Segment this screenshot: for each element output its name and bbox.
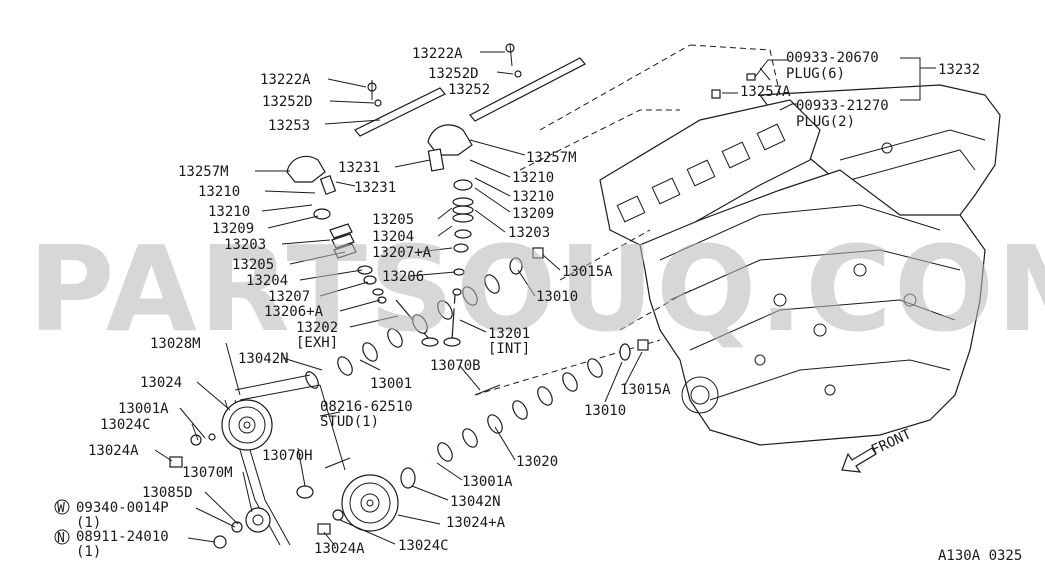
label-13024C-b: 13024C (398, 538, 449, 554)
label-13207-left: 13207 (268, 289, 310, 305)
label-13042N-a: 13042N (238, 351, 289, 367)
label-08216-sub: STUD(1) (320, 414, 379, 430)
label-13206-right: 13206 (382, 269, 424, 285)
label-13257A: 13257A (740, 84, 791, 100)
camshaft-lower (400, 339, 649, 489)
hydraulic-lifter-right (427, 148, 445, 172)
label-13231-b: 13231 (354, 180, 396, 196)
label-13210-a: 13210 (198, 184, 240, 200)
label-13010-b: 13010 (584, 403, 626, 419)
label-13231-a: 13231 (338, 160, 380, 176)
cam-sprocket-upper (221, 399, 273, 451)
label-13015A-a: 13015A (562, 264, 613, 280)
label-13042N-b: 13042N (450, 494, 501, 510)
label-13015A-b: 13015A (620, 382, 671, 398)
idler-pulleys (169, 384, 501, 549)
label-13202-sub: [EXH] (296, 335, 338, 351)
rocker-shaft-right (469, 43, 586, 122)
label-plug6-part: 00933-20670 (786, 50, 879, 66)
label-13001: 13001 (370, 376, 412, 392)
label-13205-left: 13205 (232, 257, 274, 273)
plug-bracket (711, 57, 936, 111)
label-13085D: 13085D (142, 485, 193, 501)
label-13209-left: 13209 (212, 221, 254, 237)
valve-stack-left (313, 208, 439, 347)
circle-w-symbol: W (57, 501, 65, 516)
label-13205-right: 13205 (372, 212, 414, 228)
label-08911: 08911-24010 (76, 529, 169, 545)
label-13204-left: 13204 (246, 273, 288, 289)
label-13024A-a: 13024A (88, 443, 139, 459)
cam-sprocket-lower (341, 474, 399, 532)
label-13204-right: 13204 (372, 229, 414, 245)
label-08911-qty: (1) (76, 544, 101, 560)
nut-callout: N 08911-24010 (1) (54, 529, 169, 560)
label-13001A-b: 13001A (462, 474, 513, 490)
label-13070B: 13070B (430, 358, 481, 374)
label-09340-qty: (1) (76, 515, 101, 531)
label-08216: 08216-62510 (320, 399, 413, 415)
label-13209-right: 13209 (512, 206, 554, 222)
hydraulic-lifter-left (319, 175, 337, 195)
label-09340: 09340-0014P (76, 500, 169, 516)
label-13201-sub: [INT] (488, 341, 530, 357)
label-13001A-a: 13001A (118, 401, 169, 417)
label-13210-c: 13210 (512, 170, 554, 186)
label-13202: 13202 (296, 320, 338, 336)
engine-block (474, 44, 1001, 446)
label-13020: 13020 (516, 454, 558, 470)
rocker-arm-left (286, 155, 326, 183)
label-13206A-left: 13206+A (264, 304, 324, 320)
label-13252D-left: 13252D (262, 94, 313, 110)
camshaft-upper (305, 247, 544, 389)
valve-stack-right (443, 179, 474, 347)
label-13070H: 13070H (262, 448, 313, 464)
rocker-shaft-left (354, 80, 446, 137)
label-plug6: PLUG(6) (786, 66, 845, 82)
label-13257M-right: 13257M (526, 150, 577, 166)
label-13024: 13024 (140, 375, 182, 391)
label-13203-right: 13203 (508, 225, 550, 241)
label-13252-top: 13252 (448, 82, 490, 98)
label-13201: 13201 (488, 326, 530, 342)
label-13253: 13253 (268, 118, 310, 134)
front-direction-arrow (841, 447, 877, 473)
label-13252D-top: 13252D (428, 66, 479, 82)
leader-lines (154, 51, 788, 547)
label-13024C-a: 13024C (100, 417, 151, 433)
circle-n-symbol: N (57, 531, 65, 546)
label-plug2-part: 00933-21270 (796, 98, 889, 114)
label-13203-left: 13203 (224, 237, 266, 253)
label-13207A-right: 13207+A (372, 245, 432, 261)
label-13222A-top: 13222A (412, 46, 463, 62)
figure-code: A130A 0325 (938, 548, 1022, 564)
label-13210-d: 13210 (512, 189, 554, 205)
label-13257M-left: 13257M (178, 164, 229, 180)
label-13028M: 13028M (150, 336, 201, 352)
label-13232: 13232 (938, 62, 980, 78)
label-13222A-left: 13222A (260, 72, 311, 88)
label-13024pA: 13024+A (446, 515, 506, 531)
washer-callout: W 09340-0014P (1) (54, 499, 169, 531)
label-13210-b: 13210 (208, 204, 250, 220)
rocker-arm-right (427, 124, 473, 156)
label-13070M: 13070M (182, 465, 233, 481)
label-plug2: PLUG(2) (796, 114, 855, 130)
label-13024A-b: 13024A (314, 541, 365, 557)
watermark: PARTSOUQ.COM (28, 220, 1045, 358)
label-13010-a: 13010 (536, 289, 578, 305)
